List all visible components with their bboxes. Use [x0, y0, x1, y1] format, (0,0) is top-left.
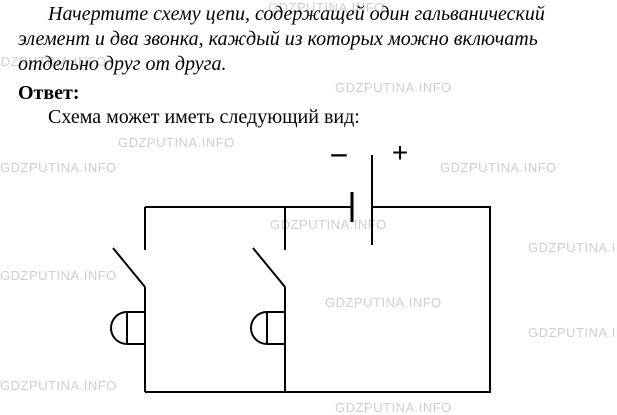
watermark: GDZPUTINA.INFO [118, 135, 235, 150]
watermark: GDZPUTINA.INFO [270, 217, 387, 232]
watermark: GDZPUTINA.INFO [0, 378, 117, 393]
battery-plus-sign: + [392, 137, 408, 168]
task-line: элемент и два звонка, каждый из которых … [18, 28, 538, 50]
answer-label: Ответ: [18, 82, 80, 104]
caption: Схема может иметь следующий вид: [48, 106, 360, 128]
task-line: отдельно друг от друга. [18, 53, 227, 75]
watermark: GDZPUTINA.INFO [325, 295, 442, 310]
watermark: GDZPUTINA.INFO [0, 160, 117, 175]
bell-left [110, 311, 145, 345]
watermark: GDZPUTINA.INFO [528, 240, 617, 255]
watermark: GDZPUTINA.INFO [335, 80, 452, 95]
switch-left [112, 247, 146, 288]
watermark: GDZPUTINA.INFO [440, 160, 557, 175]
switch-middle [252, 247, 286, 288]
watermark: GDZPUTINA.INFO [0, 268, 117, 283]
watermark: GDZPUTINA.INFO [0, 54, 107, 69]
watermark: GDZPUTINA.INFO [528, 325, 617, 340]
bell-middle [250, 311, 285, 345]
wire-top-right [145, 206, 491, 393]
watermark: GDZPUTINA.INFO [268, 0, 385, 15]
task-text: Начертите схему цепи, содержащей один га… [18, 2, 603, 77]
task-line: Начертите схему цепи, содержащей один га… [48, 3, 545, 25]
battery-minus-sign: − [330, 137, 349, 173]
